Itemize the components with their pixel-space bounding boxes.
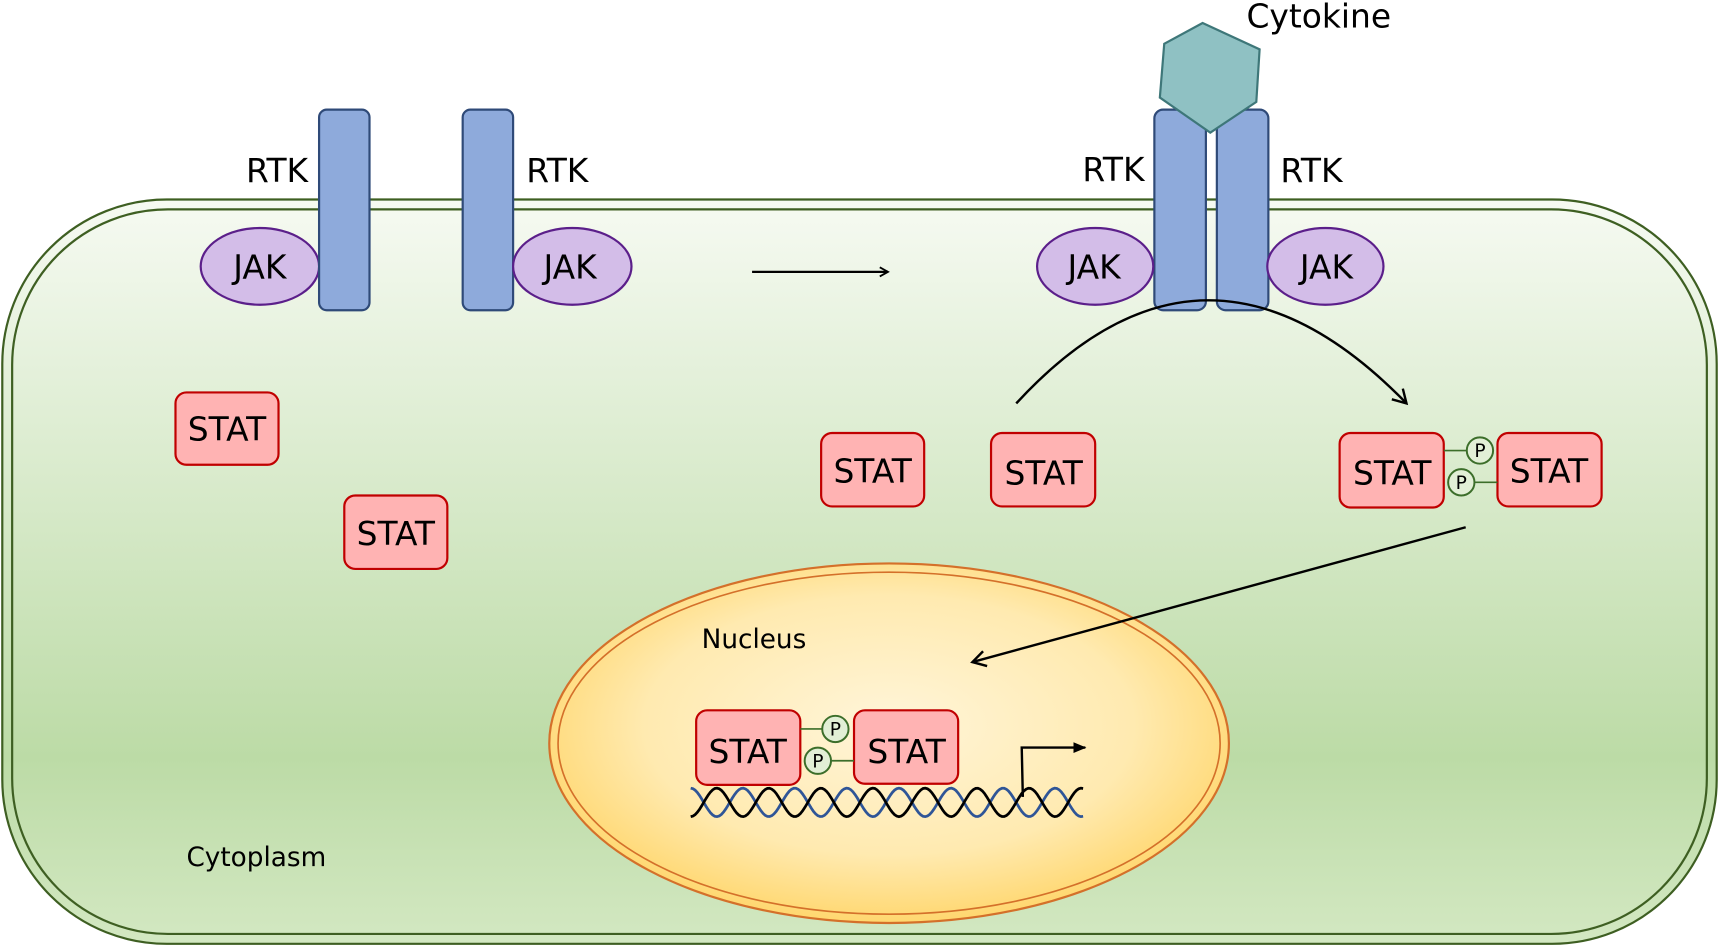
- cytoplasm-label: Cytoplasm: [186, 843, 326, 873]
- stat-free-1: STAT: [174, 391, 280, 466]
- inactive-receptor-left: JAK RTK: [199, 108, 371, 312]
- phosphate-label: P: [1456, 473, 1467, 494]
- rtk-receptor-left-2: [461, 108, 515, 312]
- cytokine-hexagon: [1158, 21, 1261, 134]
- rtk-label: RTK: [526, 151, 590, 190]
- jak-label: JAK: [231, 247, 288, 286]
- nucleus-label: Nucleus: [702, 625, 807, 655]
- stat-label: STAT: [1510, 451, 1589, 490]
- jak-active-1: [1035, 226, 1155, 306]
- stat-dimer-phosphorylated: STAT STAT P P: [1338, 431, 1603, 509]
- transcription-start-arrow: [1020, 742, 1087, 797]
- jak-label: JAK: [1065, 247, 1122, 286]
- rtk-receptor-active-1: [1153, 108, 1207, 312]
- stat-label: STAT: [357, 514, 436, 553]
- rtk-label: RTK: [1082, 150, 1146, 189]
- stat-label: STAT: [833, 451, 912, 490]
- phosphate-icon: [1465, 436, 1495, 465]
- dna-strand-black: [690, 786, 1084, 819]
- stat-label: STAT: [1353, 454, 1432, 493]
- rtk-label: RTK: [1280, 151, 1344, 190]
- nucleus-inner-membrane: [557, 571, 1221, 916]
- stat-dimer-dna-bound: STAT STAT P P: [695, 709, 960, 786]
- jak-label: JAK: [1298, 247, 1355, 286]
- stat-dimer-right: [852, 709, 960, 785]
- phosphate-icon: [1447, 468, 1476, 497]
- stat-dimer-left: [695, 709, 802, 786]
- stat-dimer-left: [1338, 431, 1445, 509]
- stat-recruited-2: STAT: [989, 431, 1097, 508]
- cytokine-label: Cytokine: [1246, 0, 1391, 35]
- phosphate-label: P: [1474, 441, 1485, 462]
- stat-dimer-right: [1496, 431, 1603, 508]
- nuclear-import-arrow: [970, 526, 1467, 668]
- phosphate-label: P: [830, 720, 841, 741]
- stat-label: STAT: [1004, 454, 1083, 493]
- phosphate-icon: [803, 746, 832, 775]
- stat-free-2: STAT: [343, 494, 449, 571]
- stat-recruited-1: STAT: [820, 431, 926, 508]
- cell-inner-membrane: [11, 208, 1708, 936]
- stat-label: STAT: [188, 410, 267, 449]
- phosphorylation-arrow: [1015, 299, 1409, 406]
- stat-label: STAT: [708, 732, 787, 771]
- active-receptor-dimer: Cytokine RTK RTK JAK JAK: [1035, 0, 1391, 312]
- stat-label: STAT: [867, 732, 946, 771]
- rtk-label: RTK: [246, 151, 310, 190]
- phosphate-icon: [821, 714, 850, 744]
- jak-label: JAK: [542, 247, 599, 286]
- rtk-receptor-left-1: [317, 108, 371, 312]
- jak-left-2: [512, 226, 633, 306]
- inactive-receptor-right: JAK RTK: [461, 108, 633, 312]
- dna-helix: [690, 786, 1084, 819]
- rtk-receptor-active-2: [1215, 108, 1270, 312]
- phosphate-label: P: [812, 751, 823, 772]
- jak-active-2: [1266, 226, 1385, 306]
